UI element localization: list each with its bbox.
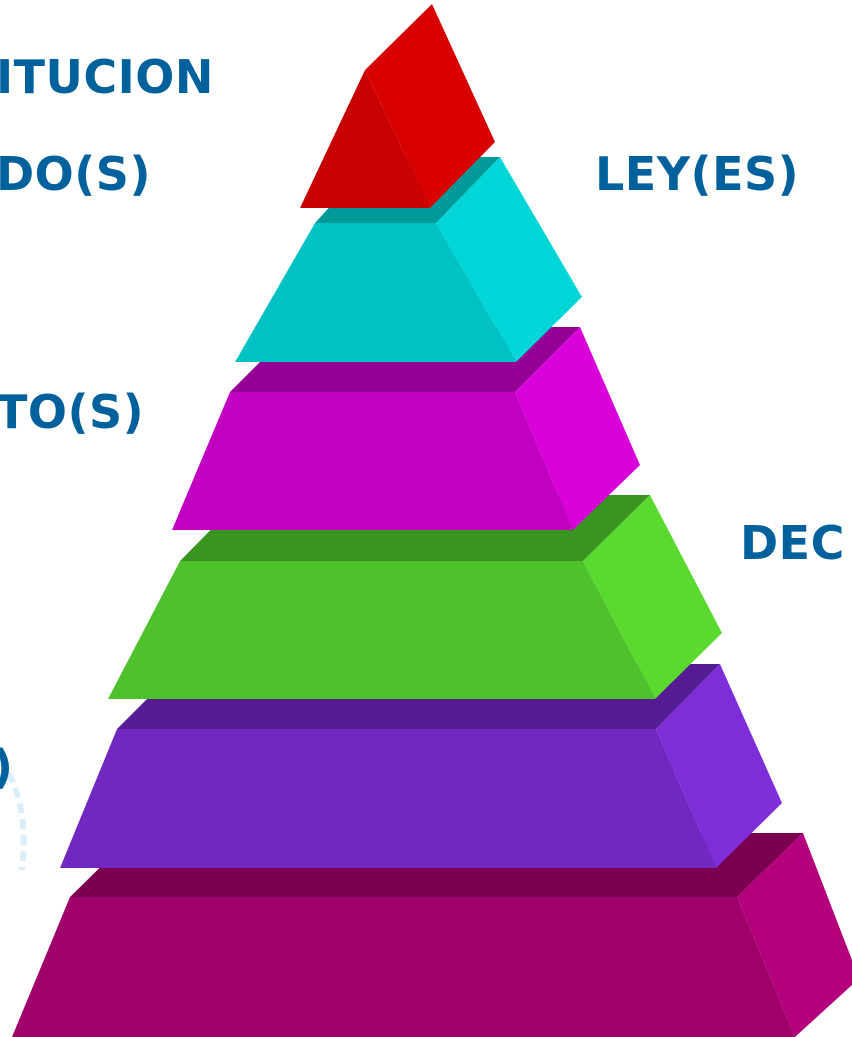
label-partial-paren: ) [0, 744, 14, 790]
label-tratados: DO(S) [0, 151, 151, 197]
label-leyes: LEY(ES) [595, 151, 799, 197]
label-decretos: DEC [740, 520, 845, 566]
label-constitucion: ITUCION [0, 54, 214, 100]
label-reglamentos: TO(S) [0, 389, 144, 435]
